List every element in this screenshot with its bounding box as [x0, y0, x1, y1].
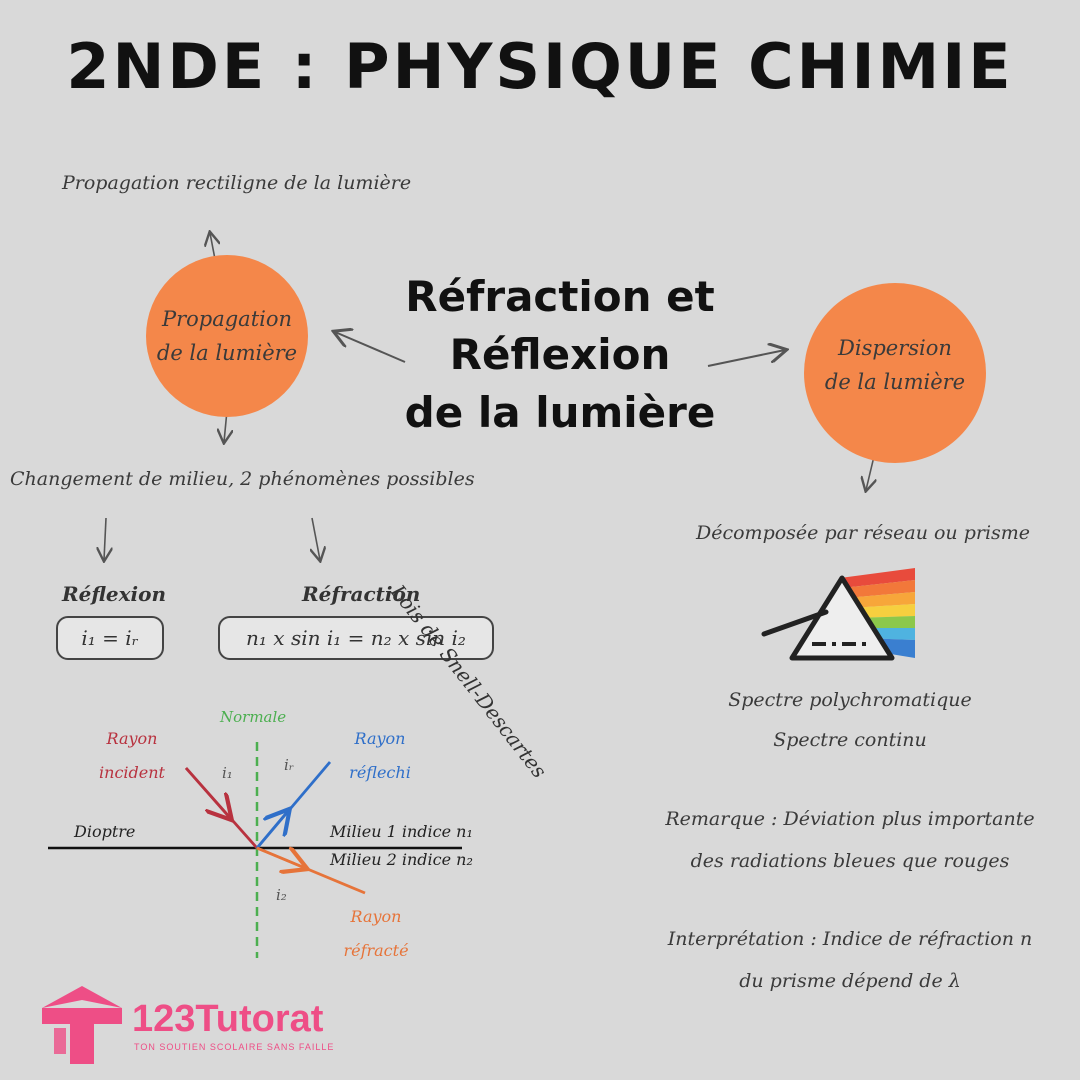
logo-mark-icon — [42, 986, 122, 1064]
spectre-line-2: Spectre continu — [773, 729, 927, 751]
center-title-line-1: Réfraction et — [405, 272, 715, 321]
rayon-refracte-label: Rayon réfracté — [336, 900, 416, 968]
arrow-to-dispersion — [707, 350, 785, 367]
milieu1-label: Milieu 1 indice n₁ — [330, 822, 473, 841]
decomposition-note: Décomposée par réseau ou prisme — [696, 522, 1031, 544]
rayon-refracte-line-1: Rayon — [350, 907, 402, 926]
logo-tagline: TON SOUTIEN SCOLAIRE SANS FAILLE — [134, 1042, 335, 1052]
rayon-refracte-line-2: réfracté — [343, 941, 409, 960]
propagation-top-note: Propagation rectiligne de la lumière — [62, 172, 412, 194]
angle-i1-label: i₁ — [222, 764, 233, 782]
angle-ir-label: iᵣ — [284, 756, 295, 774]
normale-label: Normale — [220, 708, 287, 726]
logo[interactable]: 123Tutorat TON SOUTIEN SCOLAIRE SANS FAI… — [36, 978, 336, 1068]
remarque-note: Remarque : Déviation plus importante des… — [660, 798, 1040, 882]
rayon-incident-line-2: incident — [99, 763, 165, 782]
dioptre-label: Dioptre — [74, 822, 136, 841]
rayon-reflechi-line-2: réflechi — [349, 763, 411, 782]
rayon-reflechi-line-1: Rayon — [354, 729, 406, 748]
rayon-reflechi-label: Rayon réflechi — [340, 722, 420, 790]
interpretation-line-1: Interprétation : Indice de réfraction n — [667, 928, 1033, 950]
spectre-line-1: Spectre polychromatique — [728, 689, 972, 711]
remarque-line-2: des radiations bleues que rouges — [690, 850, 1010, 872]
reflected-ray-arrow — [255, 811, 288, 849]
dispersion-circle: Dispersion de la lumière — [804, 283, 986, 463]
page-title: 2NDE : PHYSIQUE CHIMIE — [66, 30, 1014, 103]
dispersion-circle-line-1: Dispersion — [838, 336, 952, 360]
center-title-line-2: Réflexion — [449, 330, 671, 379]
propagation-circle: Propagation de la lumière — [146, 255, 308, 417]
arrow-to-refraction — [312, 517, 320, 560]
rayon-incident-label: Rayon incident — [92, 722, 172, 790]
refraction-heading: Réfraction — [302, 582, 421, 606]
reflexion-heading: Réflexion — [62, 582, 167, 606]
reflexion-formula: i₁ = iᵣ — [56, 616, 164, 660]
center-title: Réfraction et Réflexion de la lumière — [380, 268, 740, 442]
interpretation-note: Interprétation : Indice de réfraction n … — [660, 918, 1040, 1002]
remarque-line-1: Remarque : Déviation plus importante — [665, 808, 1035, 830]
milieu2-label: Milieu 2 indice n₂ — [330, 850, 473, 869]
propagation-bottom-note: Changement de milieu, 2 phénomènes possi… — [10, 468, 475, 490]
arrow-to-reflexion — [104, 517, 106, 560]
propagation-circle-line-1: Propagation — [161, 307, 293, 331]
refracted-ray-arrow — [256, 848, 305, 868]
angle-i2-label: i₂ — [276, 886, 287, 904]
logo-name: 123Tutorat — [132, 998, 324, 1040]
spectre-note: Spectre polychromatique Spectre continu — [700, 680, 1000, 760]
center-title-line-3: de la lumière — [404, 388, 716, 437]
rayon-incident-line-1: Rayon — [106, 729, 158, 748]
incident-ray-arrow — [184, 767, 230, 818]
interpretation-line-2: du prisme dépend de λ — [739, 970, 961, 992]
dispersion-circle-line-2: de la lumière — [824, 370, 966, 394]
propagation-circle-line-2: de la lumière — [156, 341, 298, 365]
refraction-formula: n₁ x sin i₁ = n₂ x sin i₂ — [218, 616, 494, 660]
arrow-to-propagation — [335, 332, 406, 363]
prism-icon — [761, 568, 915, 661]
